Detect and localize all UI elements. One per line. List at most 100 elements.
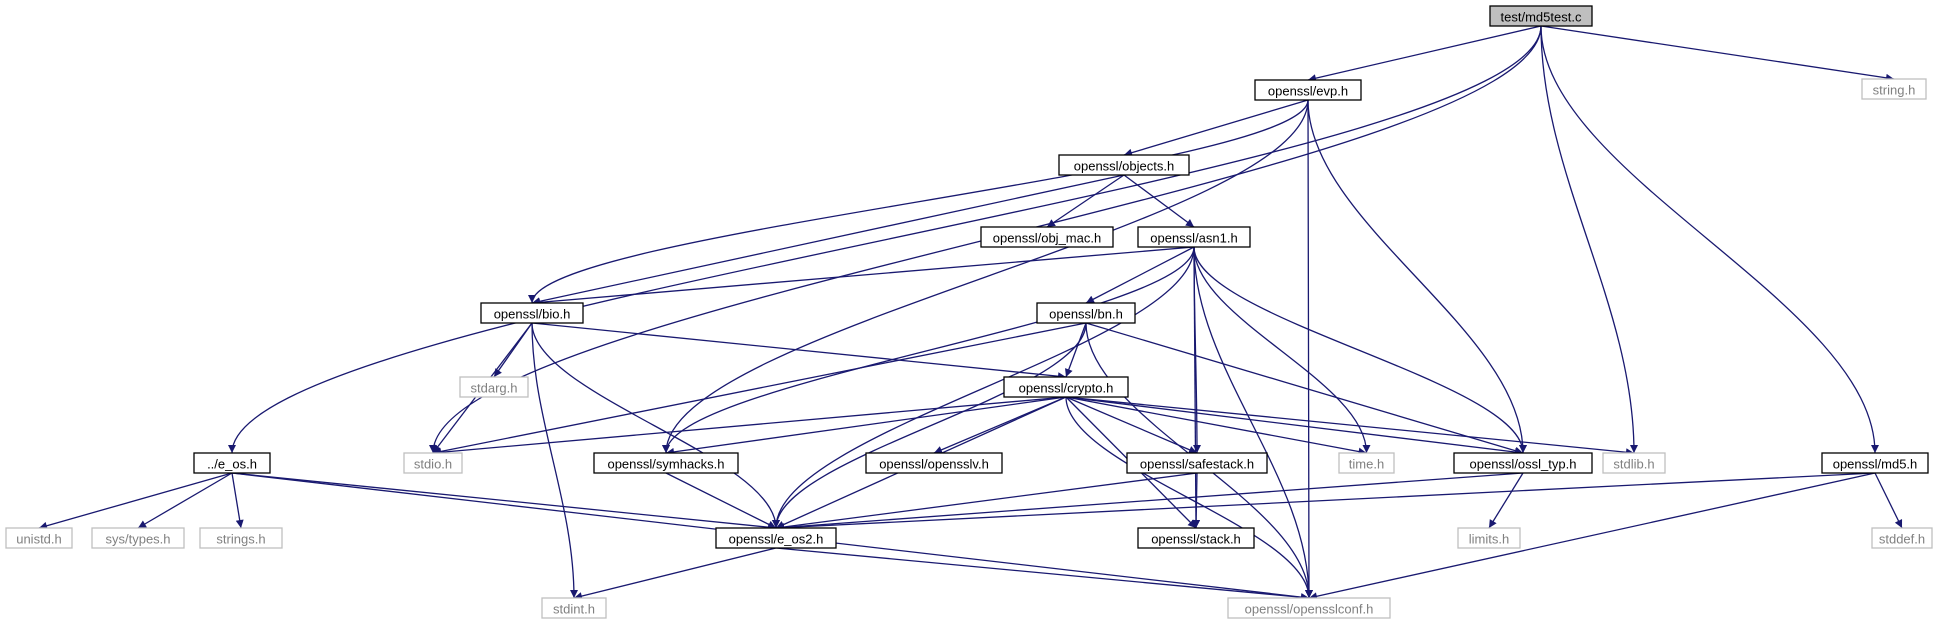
edge-md5test-to-md5 [1540, 25, 1879, 454]
edge-crypto-to-symhacks [665, 396, 1067, 456]
node-label-stack: openssl/stack.h [1151, 532, 1241, 547]
edge-evp-to-opensslconf [1304, 99, 1313, 599]
edge-objects-to-asn1 [1123, 174, 1195, 228]
node-label-stdlib: stdlib.h [1613, 457, 1654, 472]
node-bn[interactable]: openssl/bn.h [1036, 302, 1136, 324]
node-box-symhacks [593, 452, 739, 474]
edge-md5test-to-stdlib [1540, 25, 1638, 454]
node-label-opensslconf: openssl/opensslconf.h [1245, 602, 1374, 617]
node-box-crypto [1003, 376, 1129, 398]
node-box-objmac [980, 226, 1114, 248]
node-label-string: string.h [1873, 83, 1916, 98]
node-label-ossltyp: openssl/ossl_typ.h [1470, 457, 1577, 472]
node-symhacks[interactable]: openssl/symhacks.h [593, 452, 739, 474]
edge-bn-to-stdio [432, 322, 1087, 456]
node-box-md5 [1821, 452, 1929, 474]
edge-evp-to-ossltyp [1307, 99, 1527, 454]
node-box-limits [1457, 527, 1521, 549]
edge-asn1-to-bio [531, 246, 1195, 307]
node-label-bn: openssl/bn.h [1049, 307, 1123, 322]
node-box-opensslconf [1227, 597, 1391, 619]
edge-safestack-to-stack [1192, 472, 1201, 529]
node-time: time.h [1338, 452, 1395, 474]
edge-ossltyp-to-limits [1488, 472, 1524, 529]
node-limits: limits.h [1457, 527, 1521, 549]
node-label-stddef: stddef.h [1879, 532, 1925, 547]
edge-md5-to-eos2 [775, 472, 1876, 532]
edges-layer [38, 25, 1903, 602]
edge-bio-to-stdint [531, 322, 578, 599]
edge-safestack-to-eos2 [775, 472, 1198, 531]
node-stdlib: stdlib.h [1602, 452, 1666, 474]
node-stdio: stdio.h [403, 452, 463, 474]
node-label-unistd: unistd.h [16, 532, 62, 547]
node-md5test[interactable]: test/md5test.c [1489, 5, 1593, 27]
node-label-objects: openssl/objects.h [1074, 159, 1174, 174]
node-safestack[interactable]: openssl/safestack.h [1126, 452, 1268, 474]
node-stack[interactable]: openssl/stack.h [1137, 527, 1255, 549]
node-label-asn1: openssl/asn1.h [1150, 231, 1237, 246]
edge-bio-to-crypto [531, 322, 1067, 381]
edge-evp-to-objects [1123, 99, 1309, 157]
node-md5[interactable]: openssl/md5.h [1821, 452, 1929, 474]
edge-asn1-to-time [1193, 246, 1371, 454]
node-box-bio [480, 302, 584, 324]
node-label-safestack: openssl/safestack.h [1140, 457, 1254, 472]
edge-md5test-to-evp [1307, 25, 1542, 83]
edge-asn1-to-symhacks [662, 246, 1195, 454]
node-label-stdarg: stdarg.h [471, 381, 518, 396]
node-objects[interactable]: openssl/objects.h [1058, 154, 1190, 176]
node-box-systypes [91, 527, 185, 549]
edge-crypto-to-safestack [1065, 396, 1198, 454]
edge-md5test-to-string [1540, 25, 1895, 82]
node-opensslv[interactable]: openssl/opensslv.h [865, 452, 1003, 474]
edge-crypto-to-stdio [432, 396, 1067, 457]
node-label-limits: limits.h [1469, 532, 1509, 547]
node-label-opensslv: openssl/opensslv.h [879, 457, 989, 472]
edge-asn1-to-bn [1085, 246, 1195, 304]
node-ossltyp[interactable]: openssl/ossl_typ.h [1453, 452, 1593, 474]
node-box-stddef [1871, 527, 1933, 549]
edge-eos2-to-opensslconf [775, 547, 1310, 602]
node-crypto[interactable]: openssl/crypto.h [1003, 376, 1129, 398]
node-label-bio: openssl/bio.h [494, 307, 571, 322]
node-systypes: sys/types.h [91, 527, 185, 549]
edge-md5test-to-eos [228, 25, 1542, 454]
node-label-symhacks: openssl/symhacks.h [607, 457, 724, 472]
node-stdint: stdint.h [541, 597, 607, 619]
node-objmac[interactable]: openssl/obj_mac.h [980, 226, 1114, 248]
edge-ossltyp-to-eos2 [775, 472, 1524, 532]
node-box-eos [193, 452, 271, 474]
node-eos2[interactable]: openssl/e_os2.h [715, 527, 837, 549]
edge-bio-to-eos2 [531, 322, 780, 529]
edge-asn1-to-opensslconf [1193, 246, 1313, 599]
node-eos[interactable]: ../e_os.h [193, 452, 271, 474]
node-evp[interactable]: openssl/evp.h [1254, 79, 1362, 101]
node-stdarg: stdarg.h [459, 376, 529, 398]
node-box-strings [199, 527, 283, 549]
node-label-strings: strings.h [216, 532, 265, 547]
node-label-md5: openssl/md5.h [1833, 457, 1918, 472]
edge-objects-to-objmac [1046, 174, 1125, 228]
node-box-stdio [403, 452, 463, 474]
node-bio[interactable]: openssl/bio.h [480, 302, 584, 324]
edge-asn1-to-stack [1191, 246, 1200, 529]
node-box-stack [1137, 527, 1255, 549]
node-box-asn1 [1137, 226, 1251, 248]
node-asn1[interactable]: openssl/asn1.h [1137, 226, 1251, 248]
node-label-evp: openssl/evp.h [1268, 84, 1348, 99]
edge-asn1-to-eos2 [772, 246, 1195, 529]
edge-crypto-to-time [1065, 396, 1367, 456]
edge-bn-to-ossltyp [1085, 322, 1524, 455]
node-box-safestack [1126, 452, 1268, 474]
edge-md5-to-stddef [1874, 472, 1903, 529]
edge-eos-to-strings [231, 472, 244, 529]
node-label-objmac: openssl/obj_mac.h [993, 231, 1101, 246]
node-box-string [1861, 78, 1927, 100]
node-string: string.h [1861, 78, 1927, 100]
edge-eos-to-eos2 [231, 472, 777, 532]
node-box-stdint [541, 597, 607, 619]
node-box-unistd [5, 527, 73, 549]
edge-bn-to-eos2 [772, 322, 1087, 529]
